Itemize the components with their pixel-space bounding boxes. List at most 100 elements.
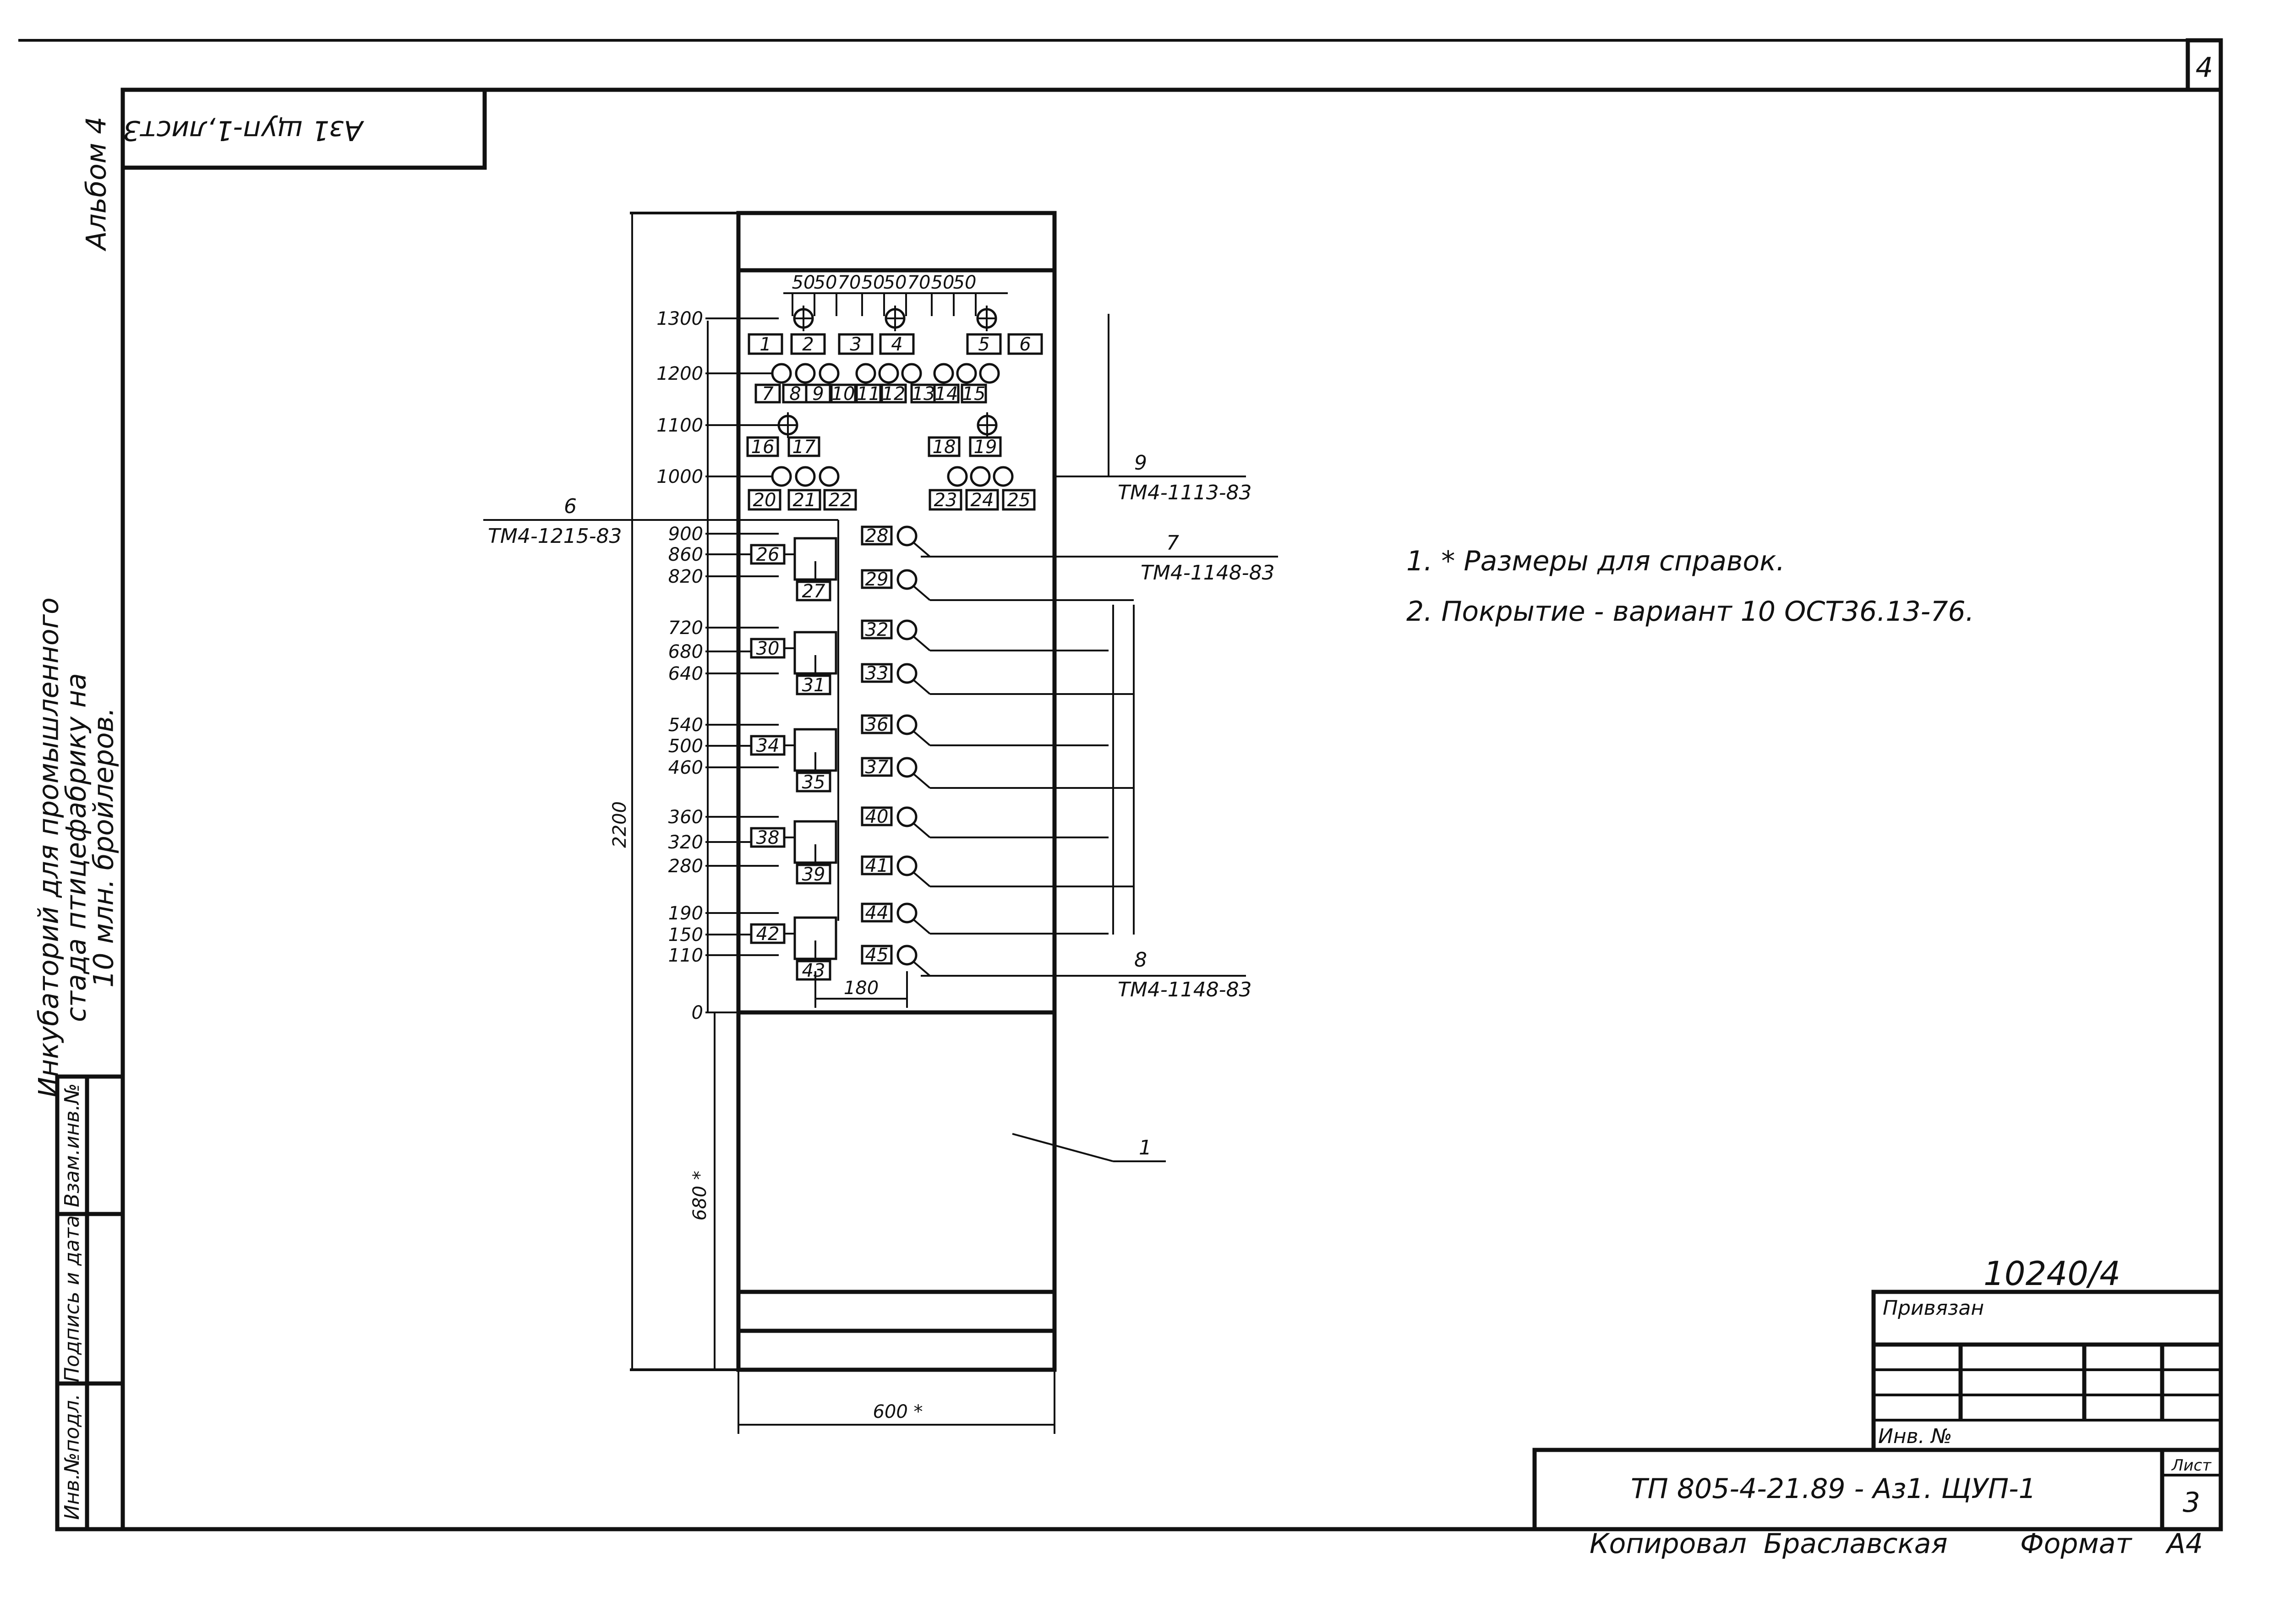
lamp-icon [771,363,792,384]
terminal-label: 37 [865,757,889,778]
terminal-box [861,806,893,826]
terminal-box [796,674,831,695]
callout-8-number: 8 [1134,948,1147,972]
terminal-label: 22 [829,490,852,511]
terminal-box [796,771,831,793]
elevation-label: 280 [668,856,703,877]
terminal-label: 44 [865,902,889,924]
footer: Копировал Браславская Формат А4 [1590,1528,2203,1560]
terminal-label: 41 [865,855,889,876]
terminal-box [861,855,893,875]
terminal-label: 24 [971,490,994,511]
terminal-label: 3 [850,334,861,355]
sheet-value: 3 [2183,1487,2200,1519]
terminal-box [790,333,826,355]
top-spacing-label: 50 [862,272,885,293]
terminal-box [838,333,874,355]
elevation-label: 320 [668,832,703,853]
lamp-icon [819,466,840,487]
terminal-box [929,489,962,511]
sheet-number-box [2186,38,2223,92]
terminal-label: 35 [802,772,825,793]
terminal-label: 10 [832,383,855,405]
terminal-box [966,333,1002,355]
terminal-label: 7 [762,383,774,405]
notes: 1. * Размеры для справок. 2. Покрытие - … [1406,545,1974,628]
terminal-label: 34 [756,735,780,756]
format-label: Формат [2020,1528,2132,1560]
terminal-label: 14 [935,383,958,405]
lamp-icon [878,363,899,384]
panel-outline [736,211,1057,1372]
terminal-box [861,569,893,589]
callout-8-code: ТМ4-1148-83 [1118,978,1252,1001]
terminal-box [879,333,915,355]
elevation-label: 1300 [656,308,703,329]
callout-7-number: 7 [1166,531,1179,555]
lamp-icon [947,466,968,487]
terminal-label: 2 [802,334,814,355]
lamp-icon [896,945,918,966]
terminal-label: 12 [882,383,906,405]
terminal-box [748,333,783,355]
elevation-label: 360 [668,807,703,828]
corner-stamp-box [120,87,487,170]
terminal-box [965,489,999,511]
lamp-icon [970,466,991,487]
panel-drawing: 2200 680 * 600 * 13001200110010009008608… [609,211,1134,1434]
terminal-box [861,525,893,546]
terminal-box [933,383,960,404]
terminal-box [861,663,893,683]
sheet-number: 4 [2196,52,2213,84]
terminal-label: 9 [812,383,824,405]
panel-width-dim: 600 * [873,1401,923,1422]
elevation-label: 820 [668,566,703,587]
side-column-replace: Взам.инв.№ [60,1083,84,1208]
project-title: Инкубаторий для промышленного стада птиц… [33,597,120,1098]
terminal-box [1002,489,1036,511]
callout-6-code: ТМ4-1215-83 [488,525,622,548]
title-block: 10240/4 Привязан Инв. № ТП 805-4-21.89 -… [1532,1254,2223,1531]
terminal-label: 42 [756,924,780,945]
callout-7-code: ТМ4-1148-83 [1141,561,1275,585]
overall-height-dim: 2200 [609,801,630,848]
terminal-label: 19 [974,437,997,458]
elevation-label: 900 [668,524,703,545]
drawing-frame [120,87,2223,1531]
elevation-label: 150 [668,924,703,946]
terminal-label: 11 [857,383,880,405]
lamp-icon [993,466,1014,487]
inv-label: Инв. № [1878,1425,1952,1448]
top-spacing-label: 50 [953,272,977,293]
top-spacing-label: 50 [884,272,907,293]
terminal-label: 6 [1019,334,1031,355]
terminal-label: 32 [865,619,889,640]
project-title-line-2: стада птицефабрику на [60,673,93,1022]
elevation-label: 680 [668,641,703,662]
top-spacing-label: 50 [931,272,955,293]
lamp-icon [933,363,954,384]
elevation-label: 500 [668,736,703,757]
terminal-label: 15 [962,383,986,405]
terminal-label: 25 [1007,490,1031,511]
copied-label: Копировал [1590,1528,1747,1560]
bound-label: Привязан [1883,1296,1984,1320]
terminal-box [969,436,1002,457]
terminal-box [1007,333,1043,355]
terminal-box [805,383,831,404]
terminal-label: 18 [933,437,956,458]
terminal-box [961,383,987,404]
terminal-label: 16 [751,437,775,458]
lamp-icon [956,363,977,384]
terminal-label: 29 [865,569,889,590]
terminal-box [928,436,961,457]
lamp-icon [795,363,816,384]
terminal-box [861,714,893,734]
terminal-box [855,383,882,404]
terminal-box [748,489,781,511]
project-title-line-1: Инкубаторий для промышленного [33,597,65,1098]
copier-name: Браславская [1764,1528,1948,1560]
